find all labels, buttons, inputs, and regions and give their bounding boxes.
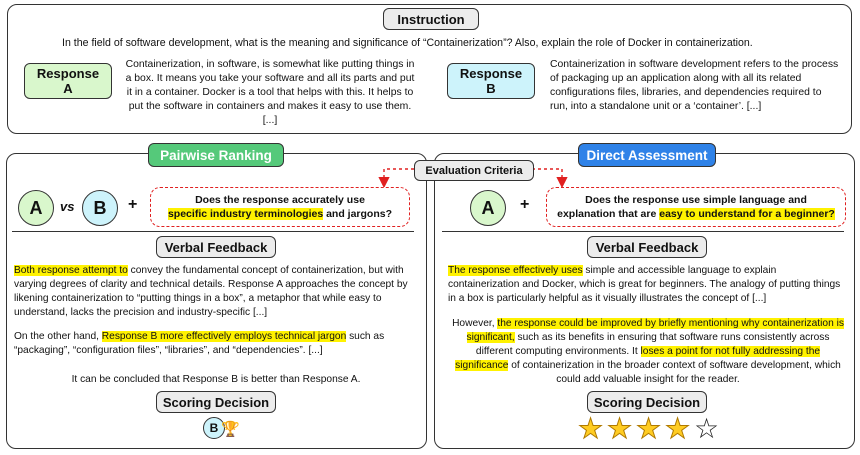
response-b-label-line1: Response bbox=[459, 66, 523, 81]
direct-p2-pre: However, bbox=[452, 318, 498, 329]
direct-feedback-p1: The response effectively uses simple and… bbox=[448, 264, 848, 306]
response-b-text: Containerization in software development… bbox=[550, 59, 839, 112]
star-filled-icon: ★ bbox=[577, 413, 604, 444]
direct-criterion-pre: explanation that are bbox=[557, 208, 660, 220]
response-b-label: Response B bbox=[447, 63, 535, 99]
instruction-label: Instruction bbox=[383, 8, 479, 30]
pairwise-winner-circle: B bbox=[203, 417, 225, 439]
pairwise-circle-b: B bbox=[82, 190, 118, 226]
pairwise-divider bbox=[12, 231, 414, 232]
direct-circle-a: A bbox=[470, 190, 506, 226]
pairwise-p2-pre: On the other hand, bbox=[14, 331, 102, 342]
response-a-label: Response A bbox=[24, 63, 112, 99]
star-filled-icon: ★ bbox=[635, 413, 662, 444]
pairwise-criterion-highlight: specific industry terminologies bbox=[167, 208, 324, 220]
direct-p2-rest: of containerization in the broader conte… bbox=[508, 360, 841, 385]
direct-p1-highlight: The response effectively uses bbox=[448, 265, 583, 276]
trophy-icon: 🏆 bbox=[221, 421, 240, 438]
response-b-label-line2: B bbox=[486, 81, 496, 96]
direct-feedback-label: Verbal Feedback bbox=[587, 236, 707, 258]
direct-title: Direct Assessment bbox=[578, 143, 716, 167]
pairwise-feedback-p1: Both response attempt to convey the fund… bbox=[14, 264, 418, 320]
response-a-text: Containerization, in software, is somewh… bbox=[125, 59, 415, 126]
pairwise-feedback-label: Verbal Feedback bbox=[156, 236, 276, 258]
direct-criterion-line1: Does the response use simple language an… bbox=[585, 194, 807, 206]
pairwise-feedback-p2: On the other hand, Response B more effec… bbox=[14, 330, 418, 358]
direct-criterion-highlight: easy to understand for a beginner? bbox=[659, 208, 835, 220]
direct-plus: + bbox=[520, 196, 530, 213]
star-empty-icon: ☆ bbox=[694, 413, 720, 444]
pairwise-criterion-line2: specific industry terminologies and jarg… bbox=[167, 207, 393, 221]
pairwise-p1-highlight: Both response attempt to bbox=[14, 265, 128, 276]
pairwise-p1-rest: convey the fundamental concept of contai… bbox=[14, 265, 408, 318]
direct-p1-rest: simple and accessible language to explai… bbox=[448, 265, 841, 304]
response-a-label-line2: A bbox=[63, 81, 73, 96]
direct-scoring-label: Scoring Decision bbox=[587, 391, 707, 413]
pairwise-title: Pairwise Ranking bbox=[148, 143, 284, 167]
pairwise-scoring-label: Scoring Decision bbox=[156, 391, 276, 413]
pairwise-criterion-line1: Does the response accurately use bbox=[195, 194, 365, 206]
direct-divider bbox=[442, 231, 844, 232]
pairwise-p2-rest: such as “packaging”, “configuration file… bbox=[14, 331, 385, 356]
pairwise-circle-a: A bbox=[18, 190, 54, 226]
pairwise-plus: + bbox=[128, 196, 138, 213]
evaluation-criteria-label: Evaluation Criteria bbox=[414, 160, 534, 181]
star-filled-icon: ★ bbox=[664, 413, 691, 444]
pairwise-criterion-post: and jargons? bbox=[323, 208, 393, 220]
response-a-label-line1: Response bbox=[36, 66, 100, 81]
direct-criterion-line2: explanation that are easy to understand … bbox=[557, 207, 835, 221]
direct-p2-mid: such as its benefits in ensuring that so… bbox=[475, 332, 830, 357]
star-filled-icon: ★ bbox=[606, 413, 633, 444]
instruction-question: In the field of software development, wh… bbox=[62, 37, 753, 49]
pairwise-vs: vs bbox=[60, 199, 75, 214]
pairwise-criterion: Does the response accurately use specifi… bbox=[150, 187, 410, 227]
star-rating: ★★★★☆ bbox=[577, 413, 728, 445]
direct-feedback-p2: However, the response could be improved … bbox=[448, 317, 848, 387]
pairwise-p2-highlight: Response B more effectively employs tech… bbox=[101, 331, 347, 342]
arrow-to-pairwise bbox=[378, 168, 414, 189]
direct-criterion: Does the response use simple language an… bbox=[546, 187, 846, 227]
arrow-to-direct bbox=[532, 168, 568, 189]
pairwise-feedback-p3: It can be concluded that Response B is b… bbox=[71, 374, 361, 385]
